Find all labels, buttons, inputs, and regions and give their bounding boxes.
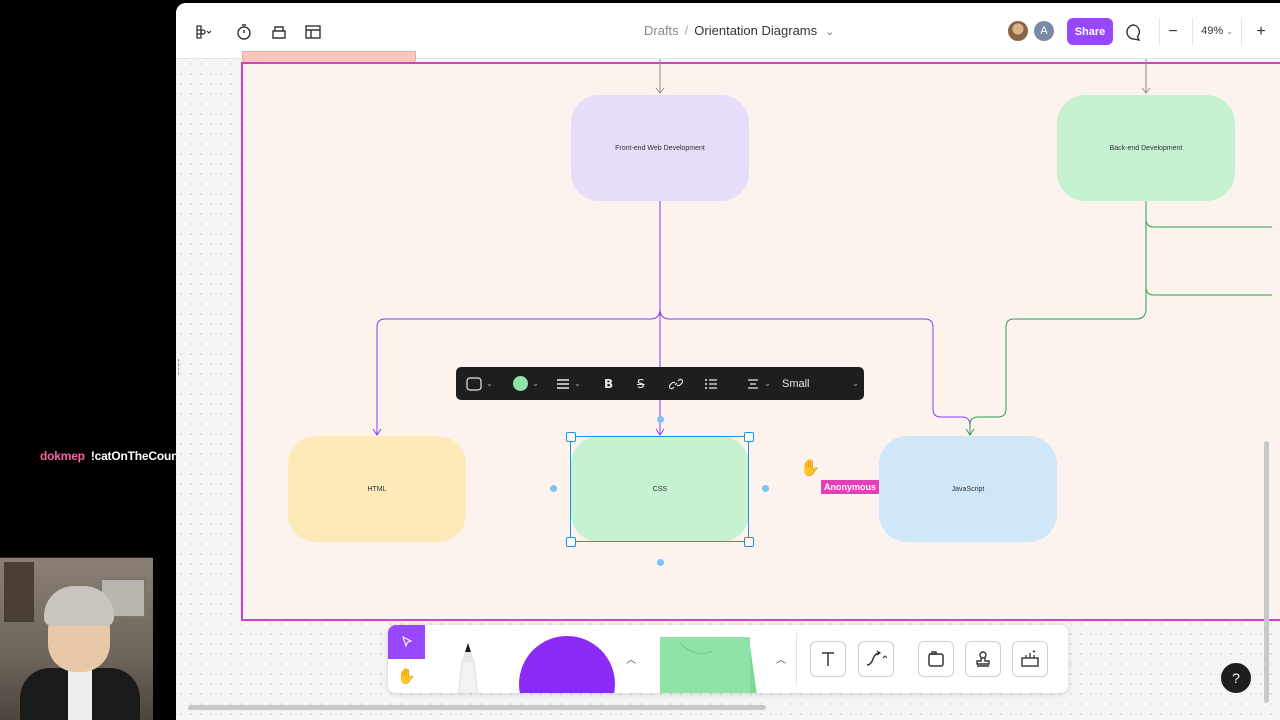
chevron-down-icon: ⌄ — [486, 379, 493, 388]
avatar-anonymous[interactable]: A — [1034, 21, 1054, 41]
marker-tool-icon[interactable] — [450, 637, 486, 693]
chevron-up-icon[interactable]: ︿ — [626, 655, 636, 666]
chevron-down-icon: ⌄ — [764, 379, 771, 388]
vertical-scrollbar[interactable] — [1264, 441, 1269, 703]
breadcrumb-separator: / — [684, 23, 689, 38]
bullet-list-icon[interactable] — [704, 375, 718, 392]
connector-lines — [372, 59, 1272, 436]
chevron-up-icon[interactable]: ︿ — [776, 655, 786, 666]
node-css[interactable]: CSS — [571, 436, 749, 542]
share-button[interactable]: Share — [1067, 18, 1113, 45]
hand-tool-icon[interactable]: ✋ — [397, 668, 416, 685]
horizontal-scrollbar[interactable] — [188, 705, 766, 710]
panel-resize-handle[interactable] — [178, 359, 181, 375]
more-tools-icon[interactable] — [1012, 641, 1048, 677]
hand-cursor-icon: ✋ — [800, 460, 820, 477]
webcam-feed — [0, 557, 153, 720]
move-tool-icon[interactable] — [388, 625, 425, 659]
node-html[interactable]: HTML — [288, 436, 466, 542]
zoom-out-button[interactable]: − — [1168, 22, 1178, 40]
chevron-down-icon[interactable]: ⌄ — [825, 26, 835, 38]
chevron-down-icon[interactable]: ⌄ — [852, 379, 859, 388]
link-icon[interactable] — [669, 375, 683, 392]
shape-picker[interactable]: ⌄ — [466, 375, 493, 392]
text-tool-icon[interactable] — [810, 641, 846, 677]
connector-tool-icon[interactable] — [858, 641, 894, 677]
chat-text: !catOnTheCounter — [90, 449, 193, 463]
top-bar: Drafts / Orientation Diagrams ⌄ A Share − 4… — [176, 3, 1280, 59]
help-button[interactable]: ? — [1221, 663, 1251, 693]
breadcrumb: Drafts / Orientation Diagrams ⌄ — [644, 23, 834, 38]
collaborator-cursor-label: Anonymous — [821, 480, 880, 494]
breadcrumb-drafts[interactable]: Drafts — [644, 23, 679, 38]
node-backend[interactable]: Back-end Development — [1057, 95, 1235, 201]
sticky-note-tool-icon[interactable] — [650, 637, 762, 693]
section-tool-icon[interactable] — [918, 641, 954, 677]
stream-overlay: dokmep !catOnTheCounter — [0, 0, 193, 720]
bold-icon[interactable]: B — [604, 376, 614, 391]
tool-dock: ✋ ︿ ︿ — [388, 625, 1068, 693]
chevron-down-icon: ⌄ — [574, 379, 581, 388]
file-title[interactable]: Orientation Diagrams — [694, 23, 818, 38]
strikethrough-icon[interactable]: S — [637, 376, 645, 391]
color-picker[interactable]: ⌄ — [513, 375, 539, 392]
timer-icon[interactable] — [233, 21, 255, 43]
chevron-down-icon: ⌄ — [532, 379, 539, 388]
avatar-photo[interactable] — [1008, 21, 1028, 41]
zoom-controls: − 49% ⌄ + — [1159, 18, 1277, 45]
format-toolbar: ⌄ ⌄ ⌄ B S ⌄ Small ⌄ — [456, 367, 864, 400]
main-menu-icon[interactable] — [192, 21, 214, 43]
align-picker[interactable]: ⌄ — [746, 375, 771, 392]
zoom-level[interactable]: 49% ⌄ — [1192, 18, 1242, 45]
connector-dot-bottom[interactable] — [657, 559, 664, 566]
comment-icon[interactable] — [1124, 22, 1144, 42]
node-javascript[interactable]: JavaScript — [879, 436, 1057, 542]
stamp-tool-icon[interactable] — [965, 641, 1001, 677]
resize-handle-top-left[interactable] — [566, 432, 576, 442]
library-icon[interactable] — [268, 21, 290, 43]
zoom-level-value: 49% — [1201, 25, 1224, 37]
figjam-window: Drafts / Orientation Diagrams ⌄ A Share − 4… — [176, 3, 1280, 720]
color-swatch — [513, 376, 528, 391]
chat-username: dokmep — [40, 449, 85, 463]
stroke-picker[interactable]: ⌄ — [556, 375, 581, 392]
node-frontend[interactable]: Front-end Web Development — [571, 95, 749, 201]
templates-icon[interactable] — [302, 21, 324, 43]
selection-box — [570, 436, 749, 542]
chat-message: dokmep !catOnTheCounter — [40, 449, 193, 463]
zoom-in-button[interactable]: + — [1256, 22, 1266, 40]
text-size-value[interactable]: Small — [782, 377, 810, 390]
resize-handle-bottom-right[interactable] — [744, 537, 754, 547]
connector-dot-top[interactable] — [657, 416, 664, 423]
connector-dot-right[interactable] — [762, 485, 769, 492]
align-center-icon — [748, 378, 758, 389]
resize-handle-bottom-left[interactable] — [566, 537, 576, 547]
connector-dot-left[interactable] — [550, 485, 557, 492]
canvas[interactable]: Front-end Web Development Back-end Devel… — [176, 51, 1280, 720]
shape-tool-icon[interactable] — [519, 636, 615, 693]
rounded-square-icon — [466, 376, 482, 391]
dock-divider — [796, 633, 797, 685]
resize-handle-top-right[interactable] — [744, 432, 754, 442]
stroke-lines-icon — [557, 378, 569, 389]
chevron-down-icon: ⌄ — [1226, 27, 1233, 36]
